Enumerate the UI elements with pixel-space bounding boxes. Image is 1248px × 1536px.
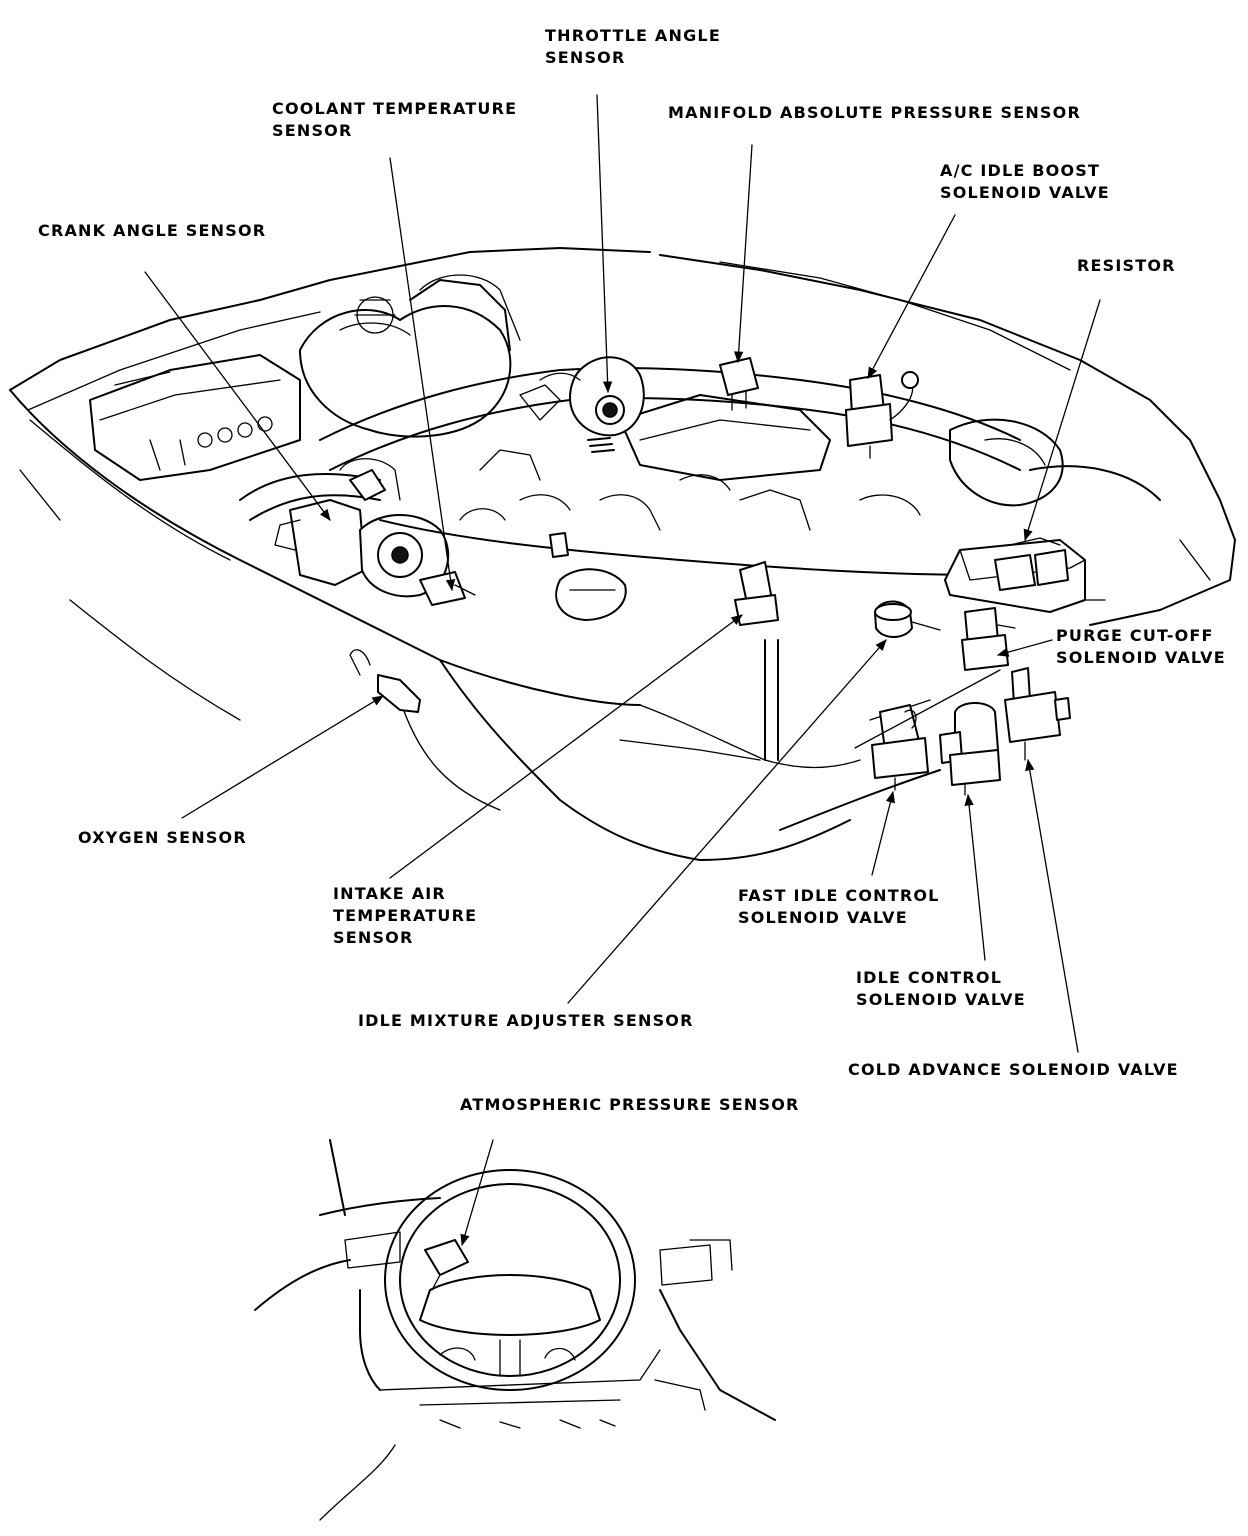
leader-coolant-temperature-sensor xyxy=(389,157,456,592)
label-line: SOLENOID VALVE xyxy=(940,183,1110,202)
label-line: PURGE CUT-OFF xyxy=(1056,626,1214,645)
label-line: OXYGEN SENSOR xyxy=(78,828,247,847)
engine-bay-outline xyxy=(9,247,1236,861)
engine-details xyxy=(89,274,1161,626)
label-oxygen-sensor: OXYGEN SENSOR xyxy=(78,827,247,849)
label-line: COOLANT TEMPERATURE xyxy=(272,99,518,118)
label-line: RESISTOR xyxy=(1077,256,1176,275)
label-line: IDLE CONTROL xyxy=(856,968,1003,987)
dashboard-inset xyxy=(254,1139,776,1521)
label-coolant-temperature-sensor: COOLANT TEMPERATURE SENSOR xyxy=(272,98,517,142)
leader-purge-cut-off xyxy=(996,639,1053,657)
leader-fast-idle-control xyxy=(871,790,895,876)
label-idle-control-solenoid-valve: IDLE CONTROL SOLENOID VALVE xyxy=(856,967,1026,1011)
leader-lines xyxy=(144,94,1101,1247)
label-line: COLD ADVANCE SOLENOID VALVE xyxy=(848,1060,1179,1079)
label-line: SENSOR xyxy=(272,121,353,140)
leader-throttle-angle-sensor xyxy=(596,94,613,394)
label-resistor: RESISTOR xyxy=(1077,255,1176,277)
label-line: SENSOR xyxy=(333,928,414,947)
leader-crank-angle-sensor xyxy=(144,271,331,521)
label-line: INTAKE AIR xyxy=(333,884,446,903)
label-line: SENSOR xyxy=(545,48,626,67)
leader-idle-mixture-adjuster xyxy=(567,639,887,1004)
label-throttle-angle-sensor: THROTTLE ANGLE SENSOR xyxy=(545,25,721,69)
leader-resistor xyxy=(1023,299,1101,542)
label-crank-angle-sensor: CRANK ANGLE SENSOR xyxy=(38,220,266,242)
leader-oxygen-sensor xyxy=(181,695,385,819)
leader-intake-air-temperature-sensor xyxy=(389,614,743,879)
label-line: IDLE MIXTURE ADJUSTER SENSOR xyxy=(358,1011,694,1030)
label-line: THROTTLE ANGLE xyxy=(545,26,721,45)
label-line: SOLENOID VALVE xyxy=(1056,648,1226,667)
leader-manifold-absolute-pressure-sensor xyxy=(734,144,753,364)
label-atmospheric-pressure-sensor: ATMOSPHERIC PRESSURE SENSOR xyxy=(460,1094,800,1116)
label-line: A/C IDLE BOOST xyxy=(940,161,1101,180)
label-cold-advance-solenoid-valve: COLD ADVANCE SOLENOID VALVE xyxy=(848,1059,1179,1081)
label-line: SOLENOID VALVE xyxy=(856,990,1026,1009)
label-idle-mixture-adjuster-sensor: IDLE MIXTURE ADJUSTER SENSOR xyxy=(358,1010,694,1032)
leader-ac-idle-boost xyxy=(867,214,956,380)
label-manifold-absolute-pressure-sensor: MANIFOLD ABSOLUTE PRESSURE SENSOR xyxy=(668,102,1081,124)
label-intake-air-temperature-sensor: INTAKE AIR TEMPERATURE SENSOR xyxy=(333,883,477,949)
label-purge-cut-off-solenoid-valve: PURGE CUT-OFF SOLENOID VALVE xyxy=(1056,625,1226,669)
label-fast-idle-control-solenoid-valve: FAST IDLE CONTROL SOLENOID VALVE xyxy=(738,885,940,929)
label-line: TEMPERATURE xyxy=(333,906,478,925)
leader-atmospheric-pressure-sensor xyxy=(460,1139,494,1247)
leader-cold-advance xyxy=(1025,758,1079,1053)
label-line: FAST IDLE CONTROL xyxy=(738,886,940,905)
label-line: MANIFOLD ABSOLUTE PRESSURE SENSOR xyxy=(668,103,1081,122)
solenoid-cluster xyxy=(871,600,1071,796)
label-line: ATMOSPHERIC PRESSURE SENSOR xyxy=(460,1095,800,1114)
leader-idle-control xyxy=(964,793,986,961)
label-line: SOLENOID VALVE xyxy=(738,908,908,927)
oxygen-sensor-part xyxy=(349,649,421,713)
label-ac-idle-boost-solenoid-valve: A/C IDLE BOOST SOLENOID VALVE xyxy=(940,160,1110,204)
label-line: CRANK ANGLE SENSOR xyxy=(38,221,267,240)
